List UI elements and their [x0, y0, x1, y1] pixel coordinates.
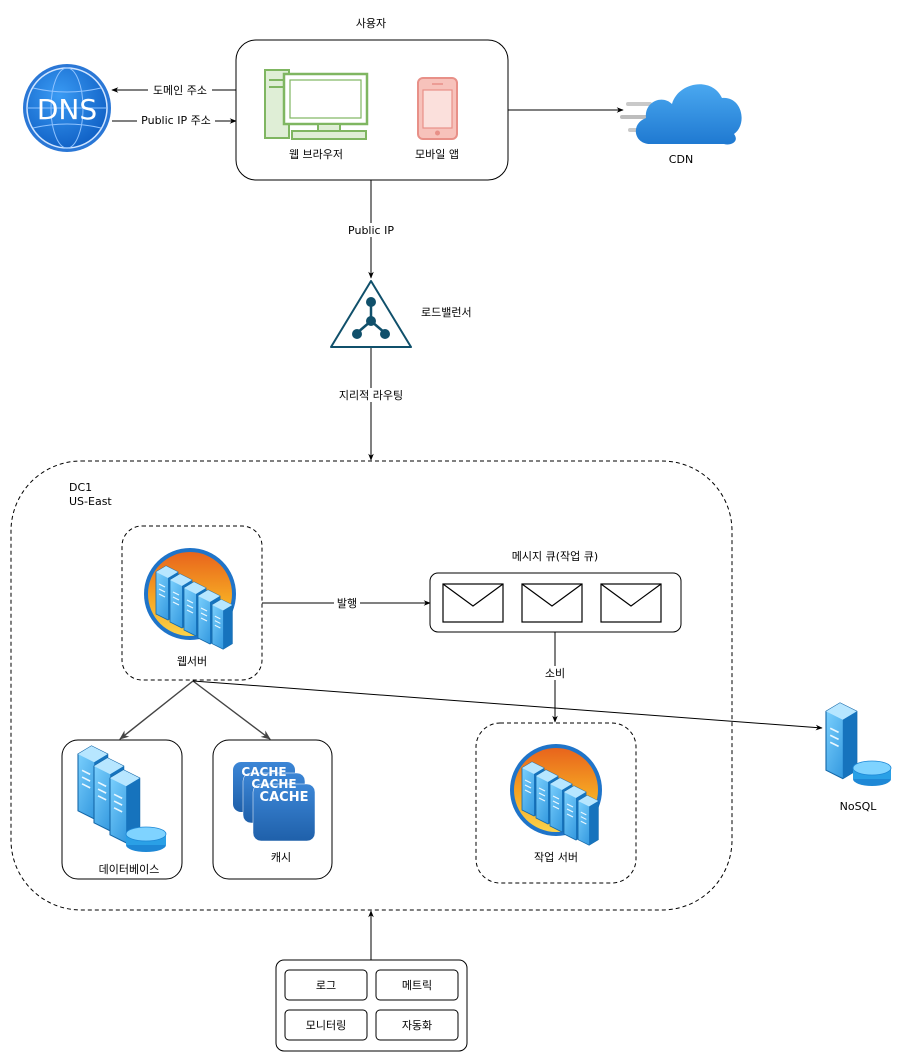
web-to-cache-edge — [192, 680, 271, 740]
cache-icon-text: CACHE — [251, 777, 296, 791]
datacenter-boundary — [10, 460, 733, 911]
load-balancer-icon — [330, 280, 412, 348]
publish-edge-label: 발행 — [337, 597, 357, 610]
datacenter-name: DC1 — [69, 481, 92, 494]
message-envelope-icon — [521, 583, 583, 623]
automation-box — [375, 1009, 459, 1041]
cache-icon — [233, 762, 316, 842]
mobile-phone-icon — [417, 77, 458, 140]
cloud-icon — [620, 84, 742, 145]
public-ip-edge-label: Public IP — [348, 224, 394, 237]
logs-label: 로그 — [316, 979, 336, 992]
message-envelope-icon — [442, 583, 504, 623]
dns-icon — [23, 64, 111, 152]
cache-label: 캐시 — [271, 851, 291, 864]
consume-edge-label: 소비 — [545, 667, 565, 680]
public-ip-address-edge-label: Public IP 주소 — [141, 114, 211, 127]
web-browser-label: 웹 브라우저 — [289, 148, 343, 161]
cache-icon-text: CACHE — [260, 790, 309, 805]
mobile-app-label: 모바일 앱 — [415, 147, 459, 161]
desktop-icon — [264, 69, 369, 140]
load-balancer-label: 로드밸런서 — [421, 306, 472, 319]
database-icon — [77, 745, 167, 852]
web-server-label: 웹서버 — [177, 655, 207, 668]
nosql-label: NoSQL — [840, 800, 878, 813]
nosql-icon — [825, 702, 892, 786]
monitoring-label: 모니터링 — [306, 1019, 346, 1032]
dns-icon-text: DNS — [37, 93, 97, 126]
geo-routing-edge-label: 지리적 라우팅 — [339, 389, 403, 402]
user-title: 사용자 — [356, 17, 386, 30]
message-envelope-icon — [600, 583, 662, 623]
message-queue-label: 메시지 큐(작업 큐) — [512, 550, 598, 563]
domain-edge-label: 도메인 주소 — [153, 84, 207, 97]
monitoring-box — [284, 1009, 368, 1041]
web-to-nosql-edge — [192, 680, 823, 731]
metrics-label: 메트릭 — [402, 979, 432, 992]
worker-server-label: 작업 서버 — [534, 851, 578, 864]
cdn-label: CDN — [669, 153, 693, 166]
logs-box — [284, 969, 368, 1001]
web-to-database-edge — [119, 680, 194, 740]
automation-label: 자동화 — [402, 1019, 432, 1032]
cache-icon-text: CACHE — [241, 765, 286, 779]
database-label: 데이터베이스 — [99, 863, 160, 876]
datacenter-region: US-East — [69, 495, 112, 508]
metrics-box — [375, 969, 459, 1001]
